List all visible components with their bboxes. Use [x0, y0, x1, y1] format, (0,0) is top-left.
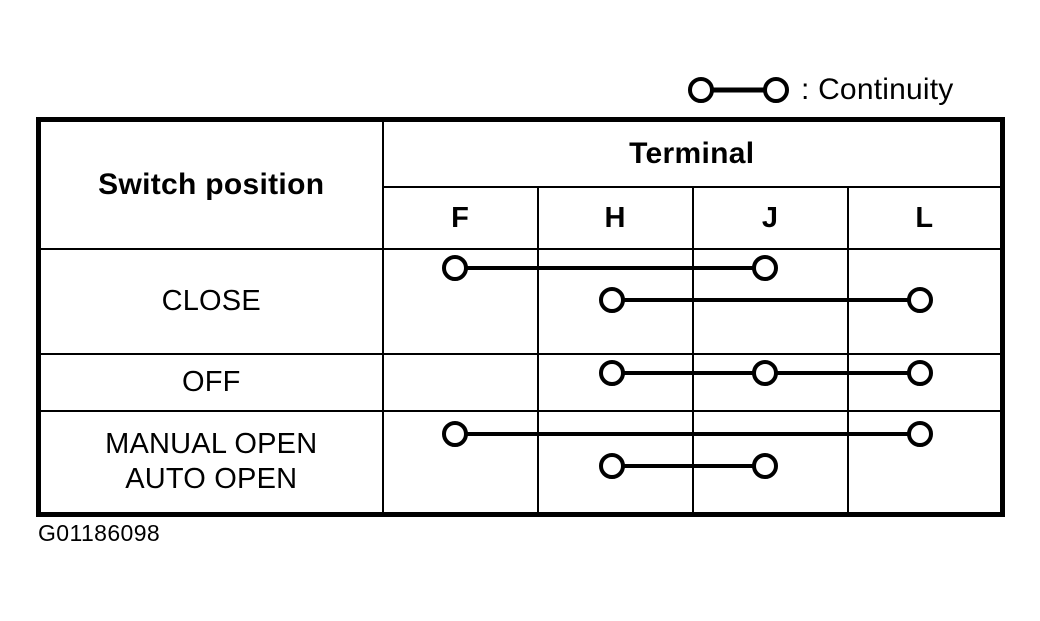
- header-row-terminal: Switch position Terminal: [37, 118, 1004, 250]
- header-switch-position: Switch position: [37, 118, 384, 250]
- continuity-table-wrapper: Switch position Terminal F H J L CLOSE: [36, 117, 1006, 517]
- cell-open-h: [536, 410, 694, 516]
- table-row: MANUAL OPEN AUTO OPEN: [37, 410, 1004, 516]
- legend-symbol-svg: [688, 77, 789, 103]
- legend-label: : Continuity: [801, 73, 954, 106]
- cell-off-l: [846, 353, 1004, 412]
- legend-terminal-circle-right: [763, 77, 789, 103]
- cell-open-l: [846, 410, 1004, 516]
- header-terminal-l: L: [846, 186, 1004, 250]
- cell-open-j: [691, 410, 849, 516]
- cell-off-h: [536, 353, 694, 412]
- header-terminal-f: F: [381, 186, 539, 250]
- legend: : Continuity: [682, 66, 1012, 114]
- header-row-letters: F H J L: [39, 186, 1004, 250]
- cell-close-f: [381, 248, 539, 355]
- table-body: CLOSE OFF MANUAL OPEN AUTO OPEN: [37, 248, 1004, 516]
- switch-position-open: MANUAL OPEN AUTO OPEN: [37, 410, 384, 516]
- cell-off-f: [381, 353, 539, 412]
- table-row: CLOSE: [37, 248, 1004, 355]
- cell-off-j: [691, 353, 849, 412]
- figure-caption: G01186098: [38, 520, 161, 546]
- switch-position-off: OFF: [37, 353, 384, 412]
- table-row: OFF: [37, 353, 1004, 412]
- legend-terminal-circle-left: [688, 77, 714, 103]
- header-terminal-j: J: [691, 186, 849, 250]
- legend-continuity-symbol: [682, 76, 797, 104]
- cell-close-j: [691, 248, 849, 355]
- switch-position-close: CLOSE: [37, 248, 384, 355]
- cell-close-l: [846, 248, 1004, 355]
- table-header: Switch position Terminal F H J L: [37, 118, 1004, 250]
- header-terminal: Terminal: [381, 118, 1004, 188]
- cell-close-h: [536, 248, 694, 355]
- header-terminal-h: H: [536, 186, 694, 250]
- continuity-table: Switch position Terminal F H J L CLOSE: [36, 117, 1006, 517]
- cell-open-f: [381, 410, 539, 516]
